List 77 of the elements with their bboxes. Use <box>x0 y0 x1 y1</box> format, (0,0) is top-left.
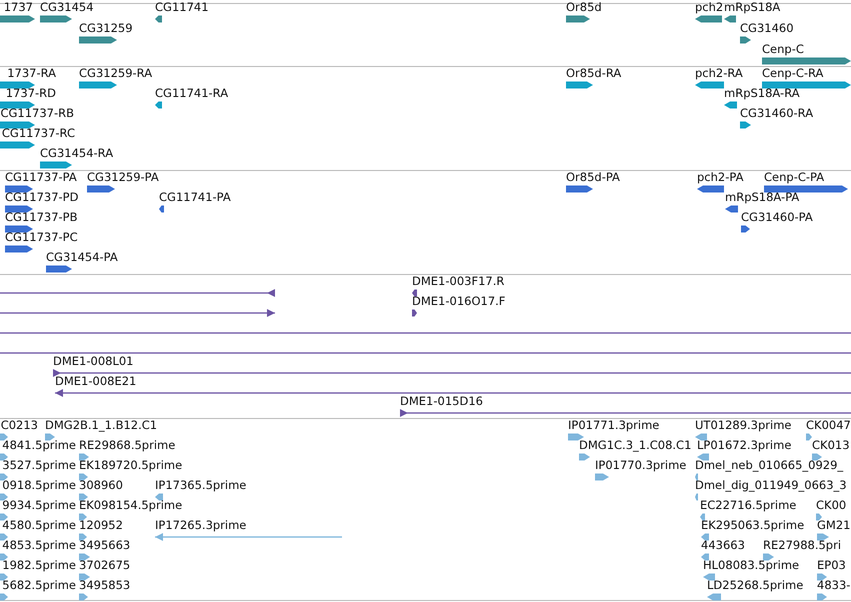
feature-label: 4580.5prime <box>2 519 76 532</box>
feature-label: 308960 <box>79 479 123 492</box>
feature-label: 443663 <box>701 539 745 552</box>
feature-label: 1737-RA <box>7 67 56 80</box>
feature-label: CG11737-PA <box>5 171 77 184</box>
feature-label: Dmel_neb_010665_0929_ <box>695 459 844 472</box>
feature-label: CK0047 <box>806 419 851 432</box>
feature-label: C0213 <box>0 419 38 432</box>
feature-label: CG31460 <box>740 22 794 35</box>
feature-label: CG31259 <box>79 22 133 35</box>
feature-label: IP01771.3prime <box>568 419 660 432</box>
feature-label: LD25268.5prime <box>707 579 804 592</box>
feature-label: Cenp-C-PA <box>764 171 824 184</box>
feature-label: CG11737-RB <box>0 107 74 120</box>
feature-label: GM21 <box>817 519 850 532</box>
feature-label: CG11737-PB <box>5 211 78 224</box>
feature-label: RE29868.5prime <box>79 439 176 452</box>
feature-label: 1737 <box>4 1 33 14</box>
feature-label: EK295063.5prime <box>701 519 804 532</box>
feature-label: 5682.5prime <box>2 579 76 592</box>
feature-label: CG31460-PA <box>741 211 813 224</box>
feature-label: mRpS18A <box>724 1 780 14</box>
feature-label: 9934.5prime <box>2 499 76 512</box>
feature-label: CG31460-RA <box>740 107 814 120</box>
feature-label: DMG2B.1_1.B12.C1 <box>45 419 158 432</box>
feature-label: IP01770.3prime <box>595 459 686 472</box>
feature-label: CG31454-PA <box>46 251 118 264</box>
feature-label: mRpS18A-RA <box>724 87 800 100</box>
feature-label: CG31454-RA <box>40 147 114 160</box>
feature-label: DME1-015D16 <box>400 395 483 408</box>
feature-label: 3702675 <box>79 559 130 572</box>
feature-label: CG11741-PA <box>159 191 231 204</box>
feature-label: EK098154.5prime <box>79 499 182 512</box>
feature-label: DME1-008L01 <box>53 355 134 368</box>
feature-label: DME1-003F17.R <box>412 275 504 288</box>
feature-label: RE27988.5pri <box>763 539 842 552</box>
feature-label: 3495663 <box>79 539 130 552</box>
feature-label: DME1-016O17.F <box>412 295 506 308</box>
feature-label: CG11737-PC <box>5 231 78 244</box>
feature-label: CG11741-RA <box>155 87 228 100</box>
feature-label: CG31259-PA <box>87 171 159 184</box>
feature-label: 0918.5prime <box>2 479 76 492</box>
feature-label: CK013 <box>812 439 850 452</box>
feature-label: 4853.5prime <box>2 539 76 552</box>
feature-label: CG31259-RA <box>79 67 152 80</box>
feature-label: IP17365.5prime <box>155 479 246 492</box>
feature-label: CG11737-PD <box>5 191 78 204</box>
feature-label: Dmel_dig_011949_0663_3 <box>695 479 847 492</box>
feature-label: 1982.5prime <box>2 559 76 572</box>
feature-label: EP03 <box>817 559 846 572</box>
feature-label: 3495853 <box>79 579 130 592</box>
feature-label: EC22716.5prime <box>700 499 796 512</box>
feature-label: 3527.5prime <box>2 459 76 472</box>
feature-label: pch2-PA <box>697 171 744 184</box>
feature-label: CK00 <box>816 499 846 512</box>
feature-label: LP01672.3prime <box>697 439 792 452</box>
feature-label: Or85d-RA <box>566 67 622 80</box>
feature-label: Cenp-C-RA <box>762 67 824 80</box>
feature-label: CG11741 <box>155 1 209 14</box>
feature-label: UT01289.3prime <box>695 419 792 432</box>
feature-label: 4841.5prime <box>2 439 76 452</box>
feature-label: 1737-RD <box>6 87 56 100</box>
feature-label: Or85d <box>566 1 602 14</box>
feature-label: Cenp-C <box>762 43 804 56</box>
feature-label: DME1-008E21 <box>55 375 136 388</box>
feature-label: pch2 <box>695 1 724 14</box>
feature-label: mRpS18A-PA <box>725 191 800 204</box>
feature-label: CG31454 <box>40 1 94 14</box>
feature-label: CG11737-RC <box>2 127 75 140</box>
feature-label: DMG1C.3_1.C08.C1 <box>579 439 692 452</box>
feature-label: EK189720.5prime <box>79 459 182 472</box>
feature-label: 120952 <box>79 519 123 532</box>
feature-label: 4833- <box>817 579 850 592</box>
feature-label: pch2-RA <box>695 67 743 80</box>
feature-label: Or85d-PA <box>566 171 620 184</box>
feature-label: HL08083.5prime <box>703 559 800 572</box>
feature-label: IP17265.3prime <box>155 519 246 532</box>
